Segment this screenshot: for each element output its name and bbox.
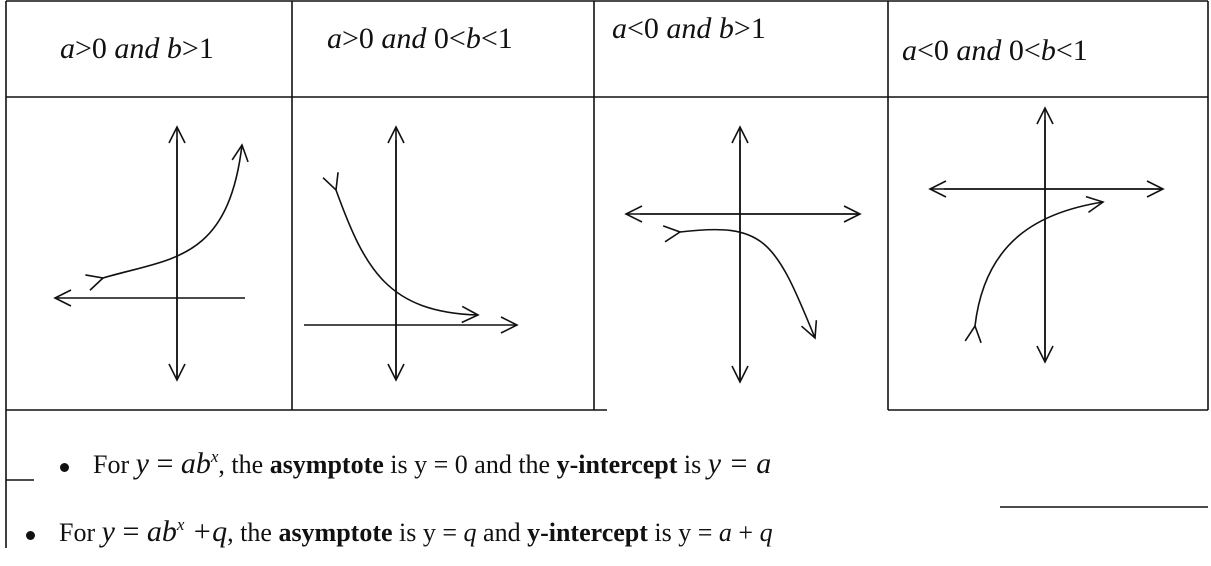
graph-3 — [624, 125, 862, 384]
reflected-decay-curve — [964, 195, 1105, 344]
bullet-icon — [26, 530, 35, 540]
graph-4 — [928, 106, 1165, 364]
graph-2 — [304, 125, 519, 382]
note-asymptote-basic: For y = abx, the asymptote is y = 0 and … — [60, 447, 771, 481]
bullet-icon — [60, 462, 69, 472]
decay-curve — [322, 172, 480, 324]
growth-curve — [85, 143, 249, 291]
column-header: a>0 and b>1 — [60, 32, 214, 65]
reflected-growth-curve — [662, 225, 818, 340]
note-asymptote-shifted: For y = abx +q, the asymptote is y = q a… — [26, 515, 773, 549]
column-header: a<0 and 0<b<1 — [902, 34, 1088, 67]
column-header: a>0 and 0<b<1 — [327, 22, 513, 55]
graph-1 — [53, 125, 249, 382]
column-header: a<0 and b>1 — [612, 12, 766, 45]
